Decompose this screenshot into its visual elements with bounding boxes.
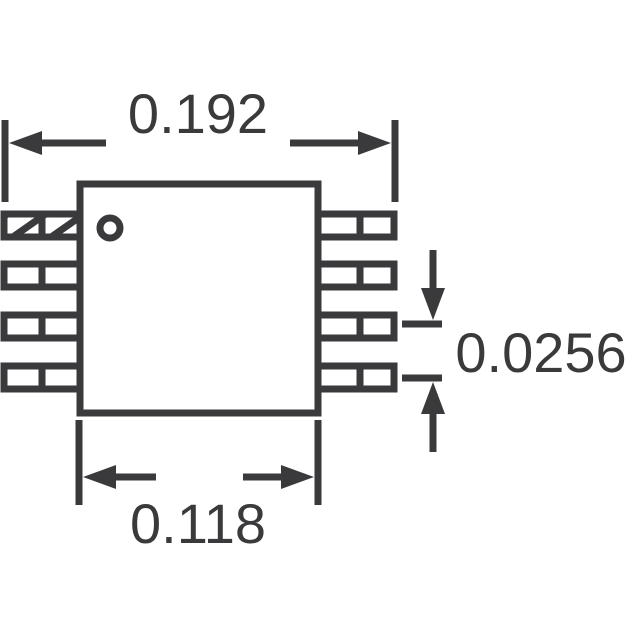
arrowhead-pitch-up-icon xyxy=(421,382,445,414)
arrowhead-body-left-icon xyxy=(83,465,116,489)
pin-8 xyxy=(314,210,398,241)
arrowhead-left-icon xyxy=(9,131,42,155)
arrowhead-right-icon xyxy=(358,131,391,155)
arrowhead-body-right-icon xyxy=(281,465,314,489)
pin-7 xyxy=(314,260,398,291)
pin1-marker-icon xyxy=(96,214,124,242)
pin-5 xyxy=(314,362,398,393)
overall-width-label: 0.192 xyxy=(128,82,268,145)
pin-6 xyxy=(314,311,398,342)
arrowhead-pitch-down-icon xyxy=(421,288,445,320)
body-width-label: 0.118 xyxy=(130,492,266,555)
pin-pitch-label: 0.0256 xyxy=(455,321,626,384)
package-body xyxy=(76,180,322,417)
